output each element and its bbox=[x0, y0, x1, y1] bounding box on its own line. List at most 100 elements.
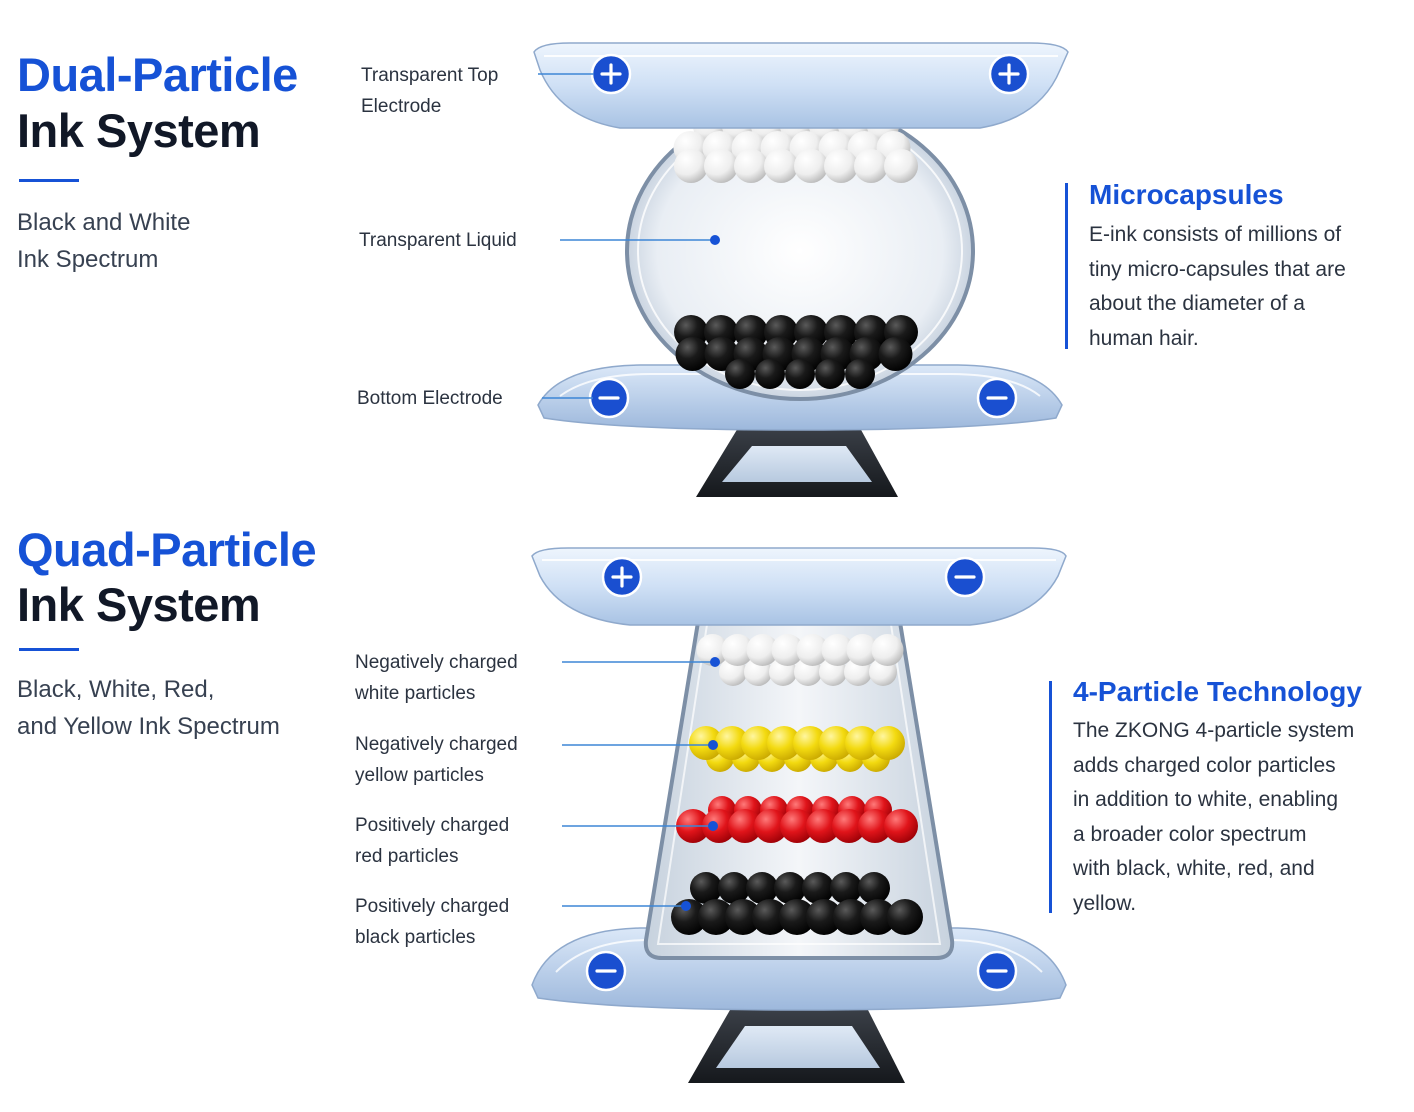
dual-stand bbox=[696, 428, 898, 497]
label-line: yellow particles bbox=[355, 765, 484, 786]
black-particle bbox=[858, 872, 890, 904]
quad-title-line2: Ink System bbox=[17, 578, 261, 631]
black-particle bbox=[725, 899, 761, 935]
black-particle bbox=[833, 899, 869, 935]
dual-title-line1: Dual-Particle bbox=[17, 48, 298, 101]
four-particle-accent-bar bbox=[1049, 681, 1052, 913]
white-particle bbox=[846, 634, 879, 666]
dual-subtitle-line: Black and White bbox=[17, 209, 191, 236]
yellow-particle bbox=[715, 726, 749, 760]
white-particle bbox=[824, 149, 858, 183]
label-line: Positively charged bbox=[355, 896, 510, 917]
white-particle bbox=[884, 149, 918, 183]
black-particle bbox=[675, 337, 710, 371]
white-particle bbox=[871, 634, 904, 666]
black-particle bbox=[806, 899, 842, 935]
black-particle bbox=[690, 872, 722, 904]
dual-top-electrode bbox=[533, 42, 1069, 129]
black-particle bbox=[779, 899, 815, 935]
white-particle bbox=[796, 634, 829, 666]
description-line: E-ink consists of millions of bbox=[1089, 223, 1342, 246]
quad-stand bbox=[688, 1010, 905, 1083]
label-yellow-particles: Negatively charged yellow particles bbox=[355, 729, 518, 791]
white-particle bbox=[674, 149, 708, 183]
quad-subtitle-line: and Yellow Ink Spectrum bbox=[17, 713, 280, 740]
black-particle bbox=[774, 872, 806, 904]
dual-title-rule bbox=[19, 179, 79, 182]
label-line: red particles bbox=[355, 846, 459, 867]
white-particle bbox=[794, 149, 828, 183]
negative-charge-icon bbox=[585, 950, 627, 992]
white-particle bbox=[696, 634, 729, 666]
quad-top-electrode bbox=[531, 547, 1067, 626]
yellow-particle bbox=[689, 726, 723, 760]
white-particle bbox=[734, 149, 768, 183]
black-particle bbox=[718, 872, 750, 904]
dual-leader-lines bbox=[538, 73, 720, 399]
label-line: black particles bbox=[355, 927, 476, 948]
yellow-particle bbox=[871, 726, 905, 760]
four-particle-title: 4-Particle Technology bbox=[1073, 676, 1362, 707]
quad-white-particle-layer bbox=[696, 634, 904, 686]
label-line: white particles bbox=[355, 683, 476, 704]
negative-charge-icon bbox=[588, 377, 630, 419]
quad-yellow-particle-layer bbox=[689, 726, 905, 772]
black-particle bbox=[785, 359, 815, 389]
red-particle bbox=[858, 809, 892, 843]
black-particle bbox=[752, 899, 788, 935]
negative-charge-icon bbox=[976, 377, 1018, 419]
description-line: with black, white, red, and bbox=[1073, 857, 1315, 881]
dual-black-particle-layer bbox=[674, 315, 918, 389]
white-particle bbox=[821, 634, 854, 666]
red-particle bbox=[832, 809, 866, 843]
black-particle bbox=[698, 899, 734, 935]
description-line: adds charged color particles bbox=[1073, 753, 1336, 777]
negative-charge-icon bbox=[976, 950, 1018, 992]
black-particle bbox=[802, 872, 834, 904]
description-line: about the diameter of a bbox=[1089, 292, 1305, 316]
leader-dot bbox=[681, 901, 691, 911]
white-particle bbox=[854, 149, 888, 183]
label-line: Electrode bbox=[361, 96, 442, 117]
dual-title-line2: Ink System bbox=[17, 104, 261, 157]
description-line: a broader color spectrum bbox=[1073, 822, 1307, 846]
quad-title-line1: Quad-Particle bbox=[17, 523, 317, 576]
microcapsules-title: Microcapsules bbox=[1089, 179, 1284, 210]
label-top-electrode: Transparent Top Electrode bbox=[361, 60, 498, 122]
black-particle bbox=[887, 899, 923, 935]
label-bottom-electrode: Bottom Electrode bbox=[357, 383, 503, 414]
label-line: Bottom Electrode bbox=[357, 388, 503, 409]
black-particle bbox=[878, 337, 913, 371]
label-line: Positively charged bbox=[355, 815, 510, 836]
positive-charge-icon bbox=[601, 556, 643, 598]
red-particle bbox=[702, 809, 736, 843]
black-particle bbox=[830, 872, 862, 904]
black-particle bbox=[725, 359, 755, 389]
red-particle bbox=[754, 809, 788, 843]
black-particle bbox=[815, 359, 845, 389]
positive-charge-icon bbox=[988, 53, 1030, 95]
label-line: Negatively charged bbox=[355, 652, 518, 673]
microcapsules-accent-bar bbox=[1065, 183, 1068, 349]
black-particle bbox=[845, 359, 875, 389]
yellow-particle bbox=[819, 726, 853, 760]
label-transparent-liquid: Transparent Liquid bbox=[359, 225, 517, 256]
red-particle bbox=[806, 809, 840, 843]
black-particle bbox=[755, 359, 785, 389]
white-particle bbox=[746, 634, 779, 666]
label-line: Transparent Liquid bbox=[359, 230, 517, 251]
white-particle bbox=[704, 149, 738, 183]
quad-subtitle: Black, White, Red, and Yellow Ink Spectr… bbox=[17, 671, 280, 745]
quad-black-particle-layer bbox=[671, 872, 923, 935]
dual-subtitle-line: Ink Spectrum bbox=[17, 246, 159, 273]
yellow-particle bbox=[845, 726, 879, 760]
description-line: The ZKONG 4-particle system bbox=[1073, 719, 1355, 742]
quad-subtitle-line: Black, White, Red, bbox=[17, 676, 215, 703]
leader-dot bbox=[710, 657, 720, 667]
description-line: human hair. bbox=[1089, 326, 1199, 350]
description-line: yellow. bbox=[1073, 891, 1137, 915]
quad-red-particle-layer bbox=[676, 796, 918, 843]
label-black-particles: Positively charged black particles bbox=[355, 891, 509, 953]
charge-badges bbox=[585, 53, 1030, 992]
